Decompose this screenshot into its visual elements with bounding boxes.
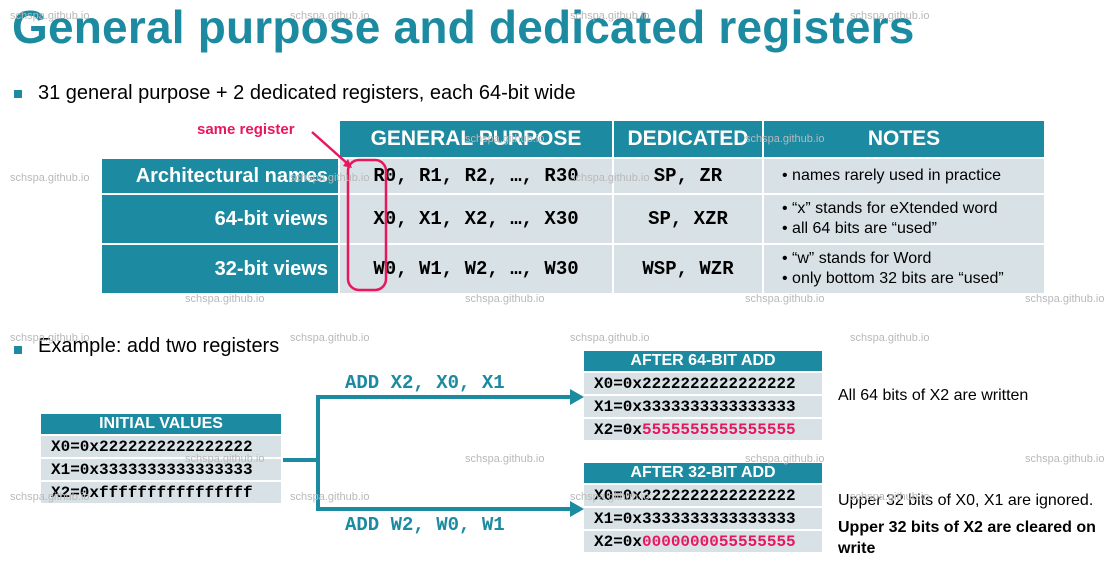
arrowhead-64bit xyxy=(570,389,584,405)
note-line: • “w” stands for Word xyxy=(782,250,932,267)
note-line: • “x” stands for eXtended word xyxy=(782,200,998,217)
after32-header: AFTER 32-BIT ADD xyxy=(584,463,822,483)
watermark: schspa.github.io xyxy=(570,172,650,184)
header-dedicated: DEDICATED xyxy=(614,121,762,157)
row-label-architectural: Architectural names xyxy=(102,159,338,193)
watermark: schspa.github.io xyxy=(290,10,370,22)
bullet-text-example: Example: add two registers xyxy=(38,335,280,357)
cell-dedicated-architectural: SP, ZR xyxy=(614,159,762,193)
initial-values-header: INITIAL VALUES xyxy=(41,414,281,434)
register-list: , R1, R2, …, R30 xyxy=(396,165,579,187)
callout-same-register: same register xyxy=(197,121,295,138)
watermark: schspa.github.io xyxy=(290,172,370,184)
arrowhead-32bit xyxy=(570,501,584,517)
initial-x1: X1=0x3333333333333333 xyxy=(41,459,281,480)
arrow-to-32bit xyxy=(316,460,574,511)
cell-dedicated-64bit: SP, XZR xyxy=(614,195,762,243)
watermark: schspa.github.io xyxy=(465,133,545,145)
watermark: schspa.github.io xyxy=(570,491,650,503)
bullet-marker xyxy=(14,346,22,354)
op-add-64: ADD X2, X0, X1 xyxy=(345,372,505,394)
x2-value: 5555555555555555 xyxy=(642,420,796,439)
after64-x0: X0=0x2222222222222222 xyxy=(584,373,822,394)
x2-prefix: X2=0x xyxy=(594,532,643,551)
watermark: schspa.github.io xyxy=(465,293,545,305)
highlight-ring xyxy=(346,158,388,292)
watermark: schspa.github.io xyxy=(290,332,370,344)
register-list: , W1, W2, …, W30 xyxy=(396,258,579,280)
x2-prefix: X2=0x xyxy=(594,420,643,439)
watermark: schspa.github.io xyxy=(570,332,650,344)
after64-header: AFTER 64-BIT ADD xyxy=(584,351,822,371)
cell-notes-32bit: • “w” stands for Word • only bottom 32 b… xyxy=(764,245,1044,293)
cell-dedicated-32bit: WSP, WZR xyxy=(614,245,762,293)
after64-x1: X1=0x3333333333333333 xyxy=(584,396,822,417)
bullet-marker xyxy=(14,90,22,98)
note-32bit-cleared: Upper 32 bits of X2 are cleared on write xyxy=(838,519,1096,557)
note-32bit-ignored: Upper 32 bits of X0, X1 are ignored. xyxy=(838,492,1094,509)
bullet-text-registers: 31 general purpose + 2 dedicated registe… xyxy=(38,82,576,104)
header-general-purpose: GENERAL PURPOSE xyxy=(340,121,612,157)
note-64bit-write: All 64 bits of X2 are written xyxy=(838,387,1029,404)
row-label-64bit: 64-bit views xyxy=(102,195,338,243)
watermark: schspa.github.io xyxy=(10,332,90,344)
watermark: schspa.github.io xyxy=(290,491,370,503)
watermark: schspa.github.io xyxy=(185,453,265,465)
initial-x0: X0=0x2222222222222222 xyxy=(41,436,281,457)
cell-notes-architectural: • names rarely used in practice xyxy=(764,159,1044,193)
after32-x1: X1=0x3333333333333333 xyxy=(584,508,822,529)
watermark: schspa.github.io xyxy=(745,293,825,305)
after32-x0: X0=0x2222222222222222 xyxy=(584,485,822,506)
watermark: schspa.github.io xyxy=(850,10,930,22)
note-line: • only bottom 32 bits are “used” xyxy=(782,270,1004,287)
watermark: schspa.github.io xyxy=(10,491,90,503)
note-line: • all 64 bits are “used” xyxy=(782,220,938,237)
initial-x2: X2=0xffffffffffffffff xyxy=(41,482,281,503)
cell-notes-64bit: • “x” stands for eXtended word • all 64 … xyxy=(764,195,1044,243)
callout-pointer xyxy=(311,131,350,166)
watermark: schspa.github.io xyxy=(1025,293,1105,305)
slide-title: General purpose and dedicated registers xyxy=(12,1,915,53)
watermark: schspa.github.io xyxy=(185,293,265,305)
note-line: • names rarely used in practice xyxy=(782,167,1002,184)
watermark: schspa.github.io xyxy=(10,172,90,184)
watermark: schspa.github.io xyxy=(745,453,825,465)
callout-arrowhead xyxy=(343,159,352,168)
watermark: schspa.github.io xyxy=(570,10,650,22)
watermark: schspa.github.io xyxy=(10,10,90,22)
watermark: schspa.github.io xyxy=(850,491,930,503)
register-list: , X1, X2, …, X30 xyxy=(396,208,579,230)
header-notes: NOTES xyxy=(764,121,1044,157)
watermark: schspa.github.io xyxy=(1025,453,1105,465)
arrow-to-64bit xyxy=(283,395,574,462)
watermark: schspa.github.io xyxy=(745,133,825,145)
row-label-32bit: 32-bit views xyxy=(102,245,338,293)
watermark: schspa.github.io xyxy=(850,332,930,344)
x2-value: 0000000055555555 xyxy=(642,532,796,551)
op-add-32: ADD W2, W0, W1 xyxy=(345,514,505,536)
watermark: schspa.github.io xyxy=(465,453,545,465)
